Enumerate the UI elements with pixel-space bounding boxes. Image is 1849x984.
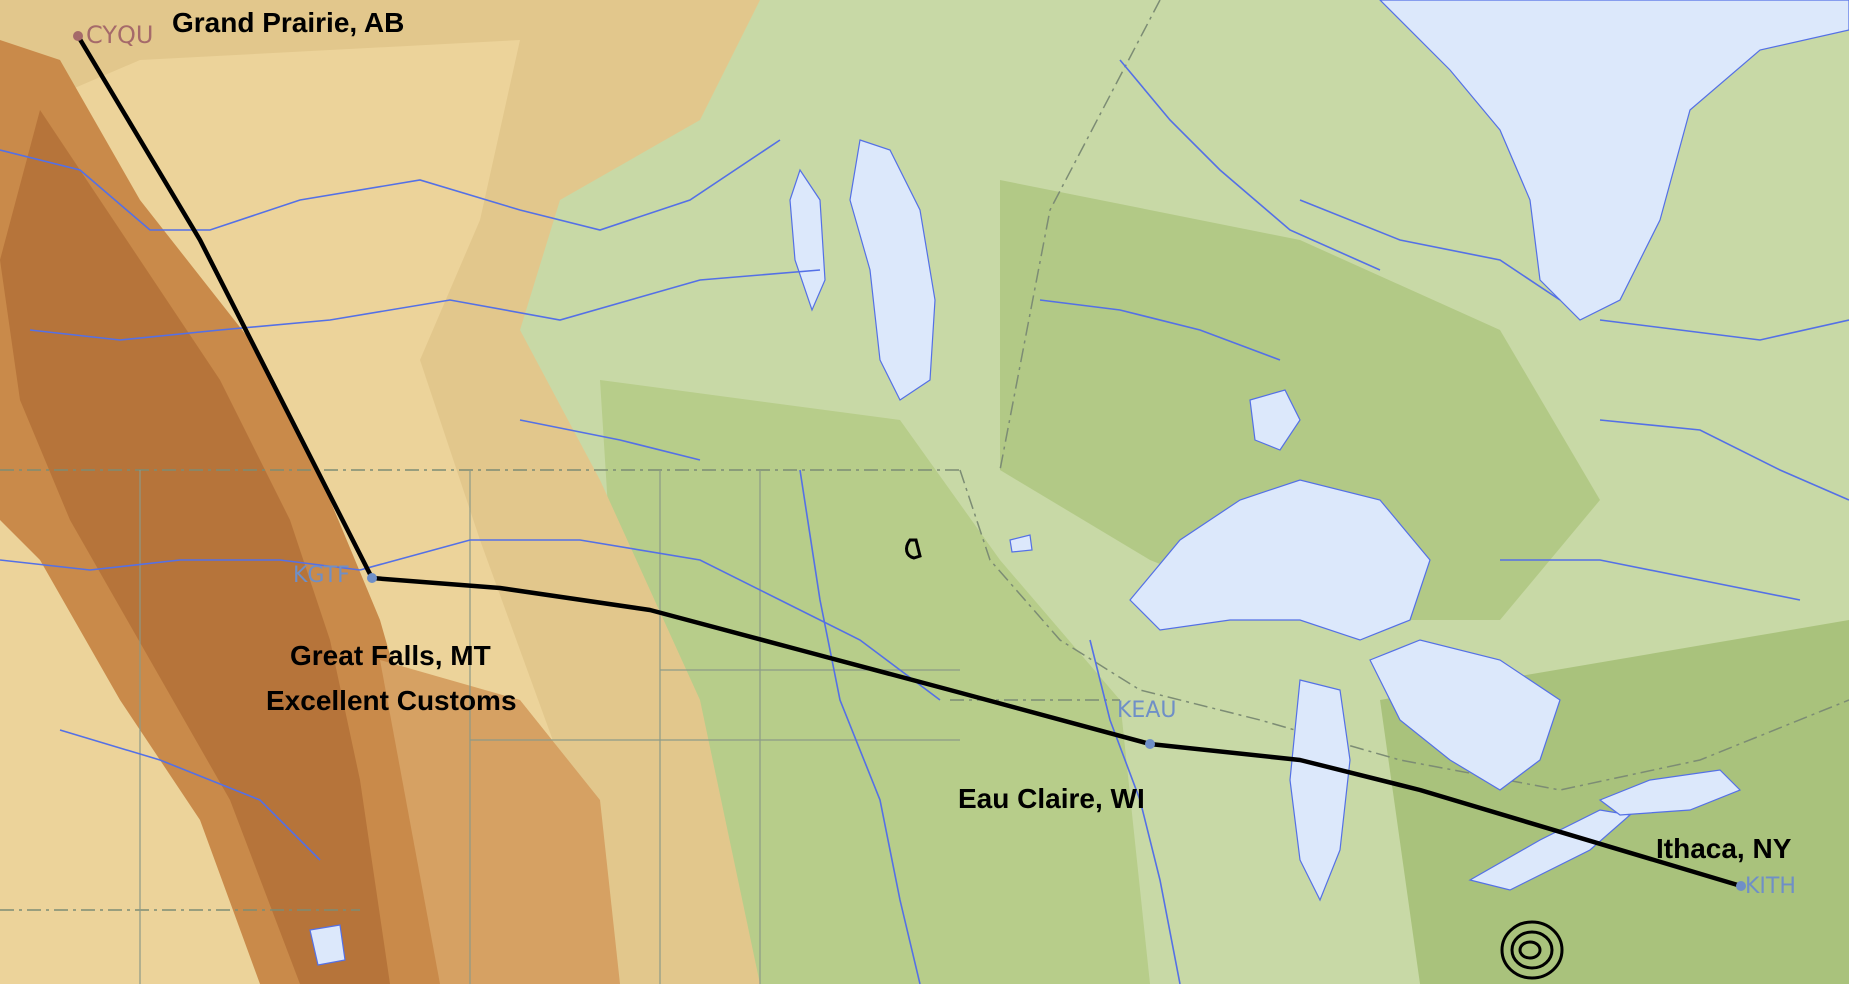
waypoint-code-kgtf: KGTF — [293, 563, 350, 588]
city-label-ithaca: Ithaca, NY — [1656, 833, 1792, 864]
lake-manitoba — [789, 168, 826, 312]
weather-symbol — [905, 538, 1564, 980]
hudson-bay — [1379, 0, 1849, 321]
flight-route-line — [75, 33, 1744, 889]
lake-superior — [1129, 479, 1431, 641]
rivers — [0, 59, 1849, 984]
city-label-eau-claire: Eau Claire, WI — [958, 783, 1145, 814]
mountain-foothills — [380, 660, 620, 984]
city-label-great-falls: Great Falls, MT — [290, 640, 491, 671]
state-lines — [139, 470, 960, 984]
waypoint-marker-cyqu — [73, 31, 83, 41]
waypoint-code-kith: KITH — [1745, 874, 1796, 899]
lake-small-1 — [1009, 534, 1033, 553]
lake-small-2 — [309, 924, 346, 966]
waypoint-marker-kgtf — [367, 573, 377, 583]
city-label-grand-prairie: Grand Prairie, AB — [172, 7, 404, 38]
lake-erie — [1468, 809, 1632, 891]
waypoint-marker-keau — [1145, 739, 1155, 749]
rocky-mountains-core — [0, 110, 390, 984]
waypoint-markers — [73, 31, 1746, 891]
lakes — [309, 0, 1849, 966]
waypoint-marker-kith — [1736, 881, 1746, 891]
lake-winnipeg — [849, 139, 936, 401]
forest-region-east — [1000, 180, 1600, 620]
lake-ontario — [1598, 769, 1742, 816]
forest-region-central — [600, 380, 1150, 984]
boundaries — [0, 0, 1849, 911]
lake-nipigon — [1249, 389, 1301, 451]
lake-huron — [1369, 639, 1561, 791]
waypoint-code-cyqu: CYQU — [86, 21, 153, 49]
waypoint-code-keau: KEAU — [1117, 698, 1176, 723]
lake-michigan — [1289, 679, 1351, 902]
customs-note: Excellent Customs — [266, 685, 517, 716]
